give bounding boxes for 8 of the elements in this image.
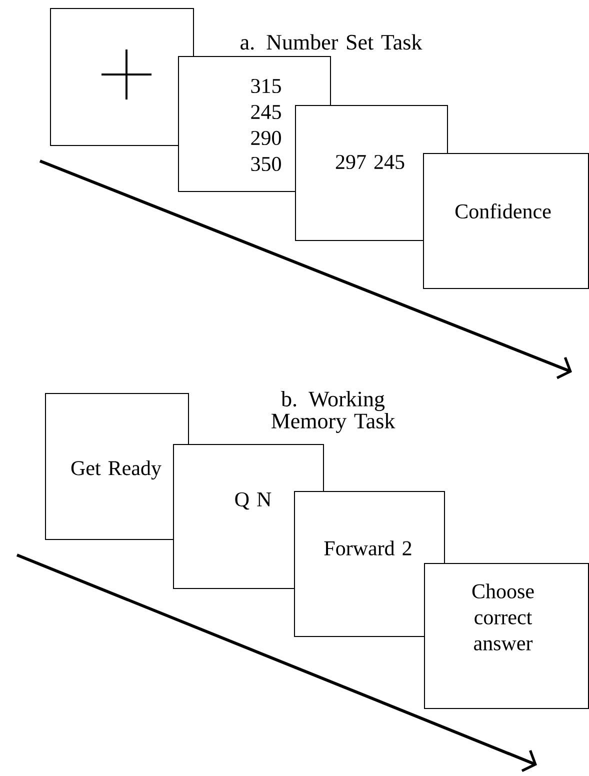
stimulus-screen: Get Ready [45,393,189,540]
stimulus-screen: Forward 2 [294,491,445,637]
panel-title: b. Working Memory Task [271,391,396,434]
stimulus-screen [50,8,194,146]
stimulus-screen: Choose correct answer [424,563,589,709]
stimulus-screen: 297 245 [295,105,448,241]
stimulus-screen: Confidence [423,153,589,289]
panel-title: a. Number Set Task [240,34,422,50]
